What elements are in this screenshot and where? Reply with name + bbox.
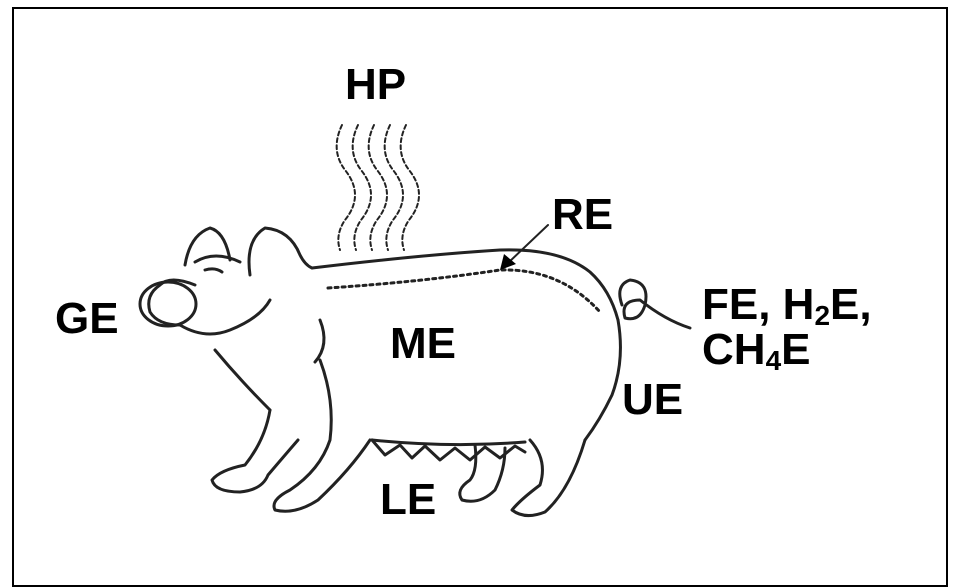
retained-energy-line bbox=[328, 270, 600, 312]
label-ue: UE bbox=[622, 378, 683, 422]
heat-waves bbox=[337, 125, 419, 250]
label-ch4e: CH4E bbox=[702, 328, 811, 372]
label-me: ME bbox=[390, 322, 456, 366]
label-fe-text: FE, H bbox=[702, 280, 814, 329]
pig-body bbox=[140, 228, 620, 445]
ch4-subscript: 4 bbox=[766, 345, 782, 376]
label-re: RE bbox=[552, 193, 613, 237]
label-fe-h2e: FE, H2E, bbox=[702, 283, 872, 327]
label-hp: HP bbox=[345, 63, 406, 107]
re-arrow-line bbox=[508, 225, 548, 263]
label-ch4e-suffix: E bbox=[781, 325, 810, 374]
h2-subscript: 2 bbox=[814, 300, 830, 331]
pig-tail bbox=[620, 280, 690, 328]
label-ch-text: CH bbox=[702, 325, 766, 374]
label-ge: GE bbox=[55, 297, 119, 341]
label-h2e-suffix: E, bbox=[830, 280, 872, 329]
label-le: LE bbox=[380, 478, 436, 522]
